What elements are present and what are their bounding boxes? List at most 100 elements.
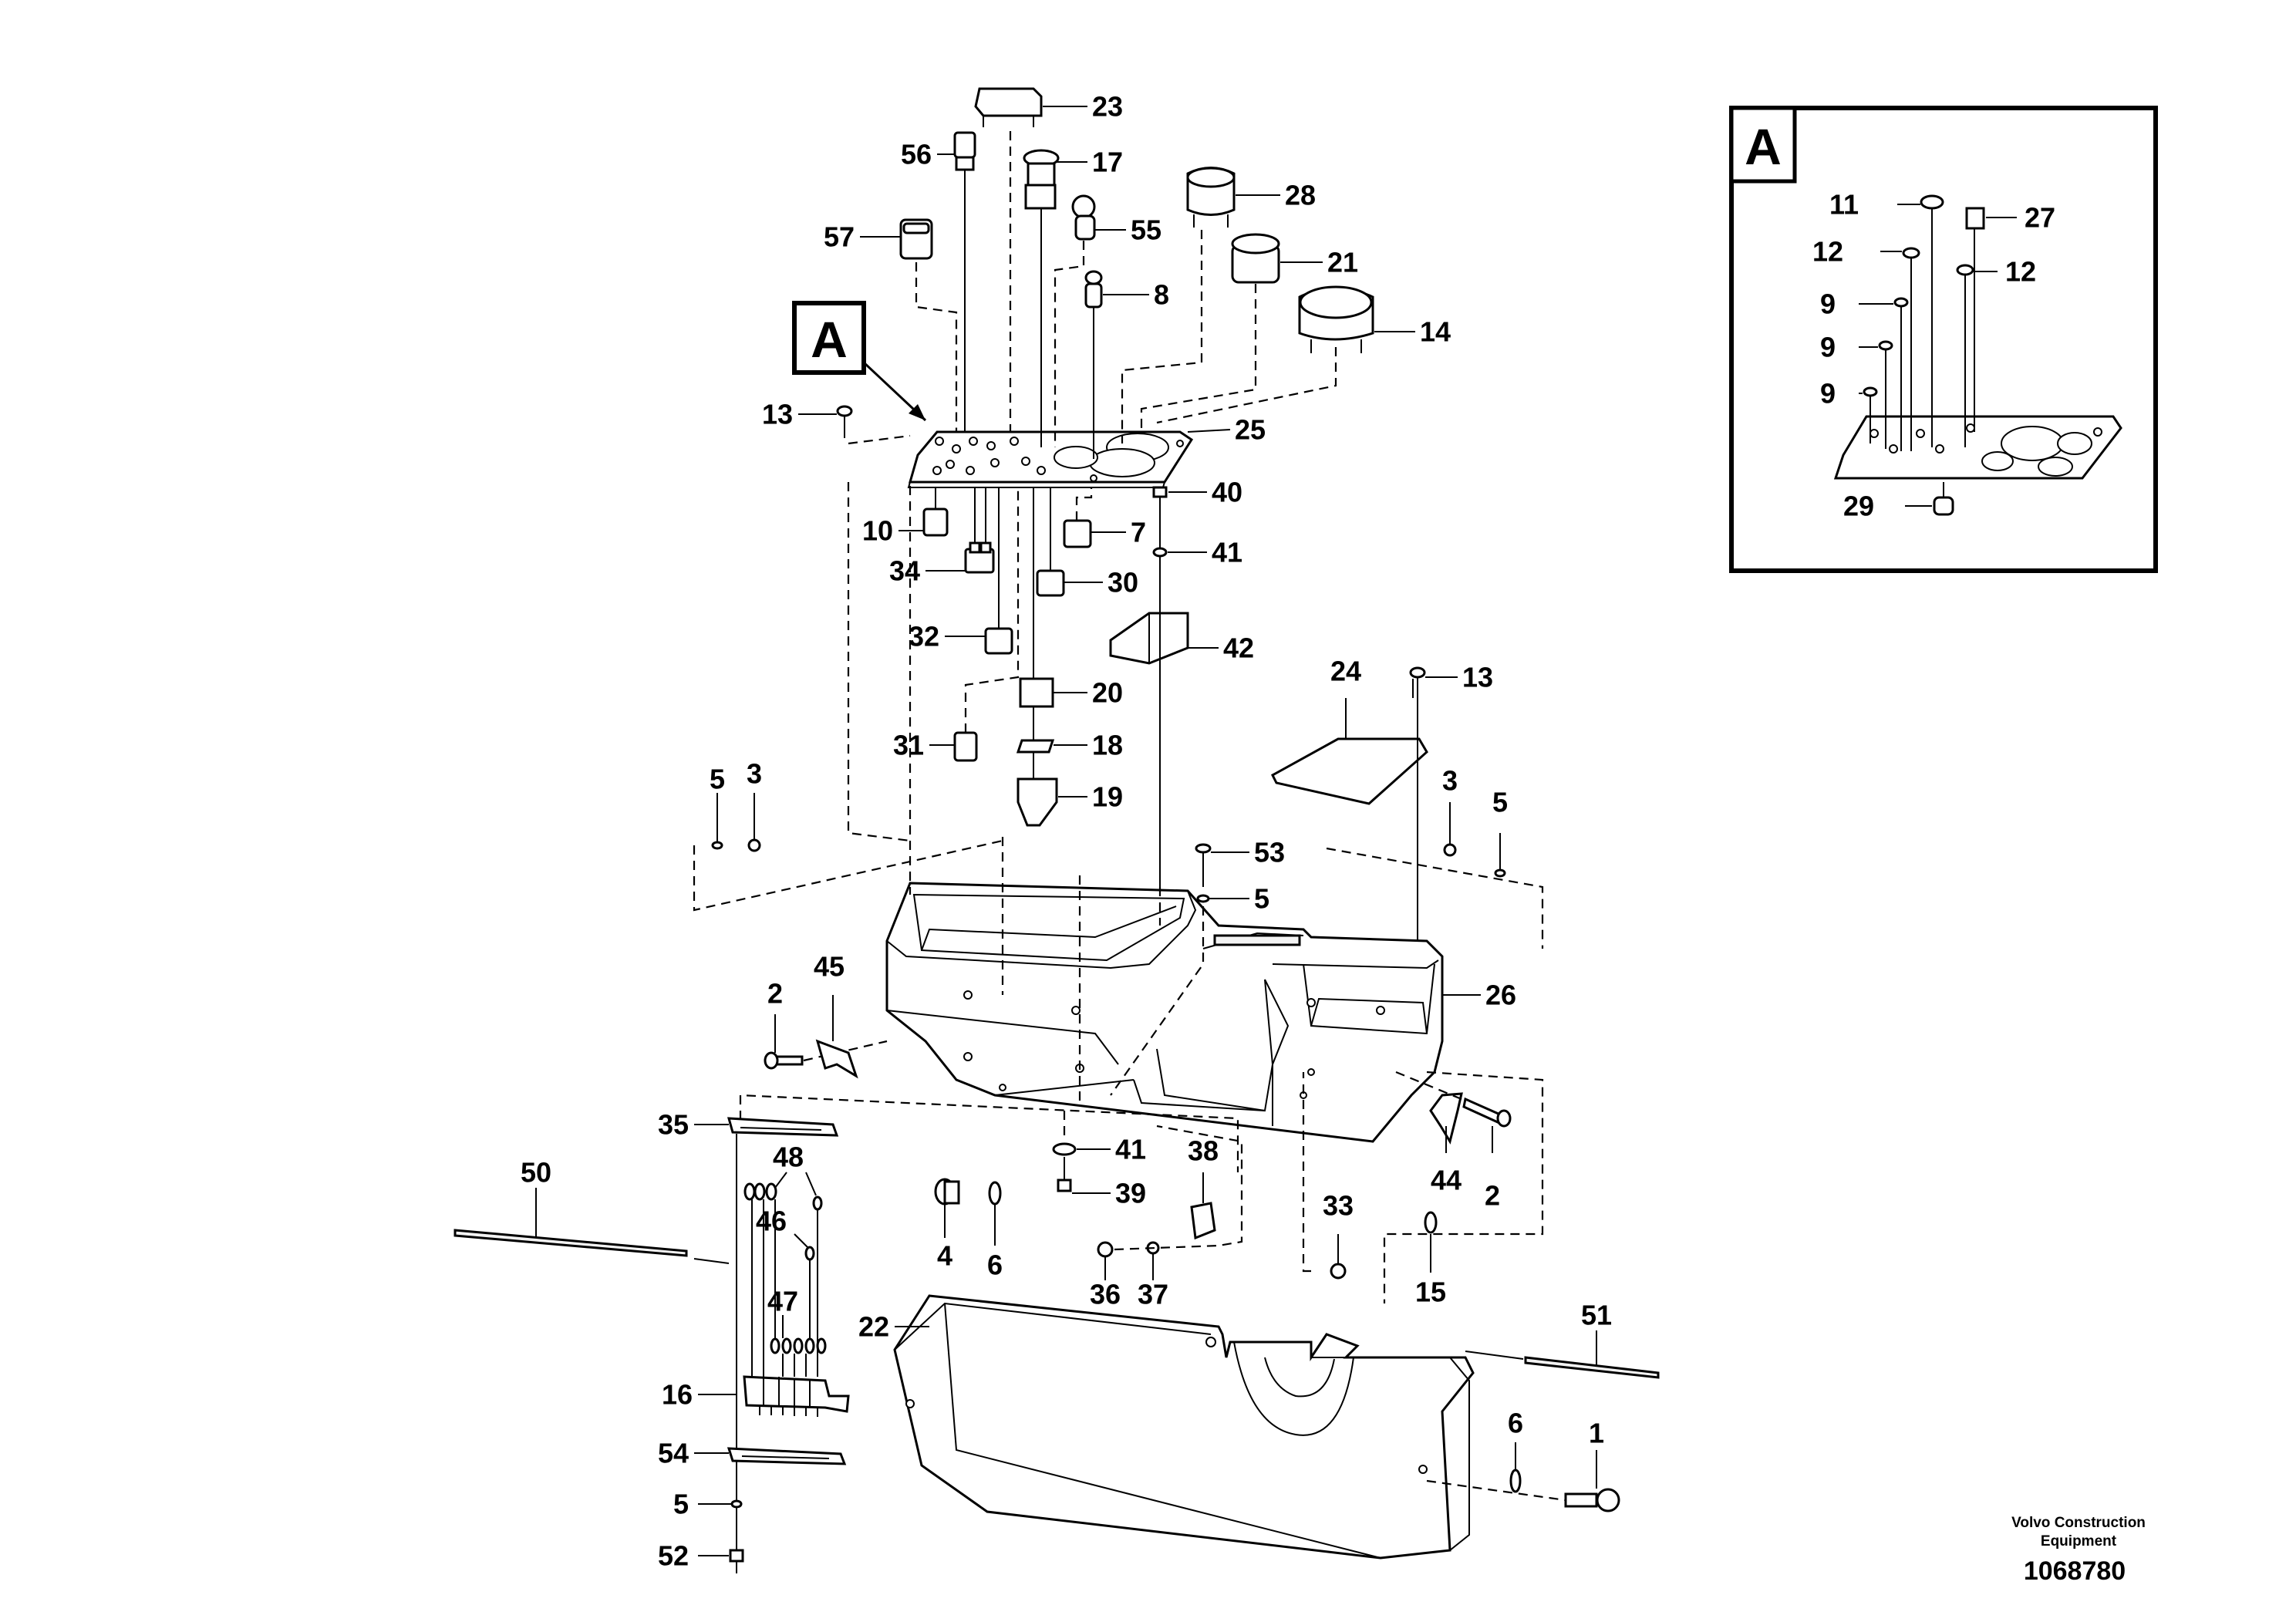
callout-17: 17: [1092, 147, 1123, 178]
screw-2-left: [764, 1014, 888, 1070]
callout-22: 22: [858, 1311, 889, 1343]
callout-16: 16: [662, 1379, 693, 1411]
callout-38: 38: [1188, 1135, 1219, 1167]
callout-30: 30: [1108, 567, 1138, 599]
clip-44: [1429, 1092, 1463, 1153]
washer-6-left: [988, 1181, 1002, 1246]
document-number: 1068780: [2024, 1556, 2126, 1586]
relay-42: [1109, 612, 1219, 665]
callout-28: 28: [1285, 180, 1316, 211]
detail-connector: [1965, 207, 1985, 432]
bolt-1: [1426, 1450, 1620, 1512]
detail-screw-c: [1863, 386, 1878, 443]
view-a-marker: A: [792, 301, 927, 422]
callout-55: 55: [1131, 214, 1161, 246]
callout-6-right: 6: [1508, 1408, 1523, 1439]
callout-54: 54: [658, 1438, 689, 1469]
warning-lamp-23: [974, 87, 1087, 432]
gauge-28: [1121, 167, 1280, 443]
callout-5-right: 5: [1492, 787, 1508, 818]
callout-13-right: 13: [1462, 662, 1493, 693]
callout-56: 56: [901, 139, 932, 170]
console-housing-26: [885, 882, 1481, 1143]
callout-19: 19: [1092, 781, 1123, 813]
callout-40: 40: [1212, 477, 1242, 508]
maker-name-line2: Equipment: [2041, 1533, 2117, 1549]
callout-5-mid: 5: [1254, 883, 1269, 915]
lower-cover-22: [893, 1294, 1475, 1560]
cover-plate-24: [1271, 679, 1428, 805]
callout-4: 4: [937, 1240, 952, 1272]
washer-41-top: [1152, 547, 1207, 558]
gasket-18: [1016, 706, 1087, 754]
detail-view-a: A: [1729, 106, 2158, 573]
bushing-4: [934, 1178, 960, 1238]
buzzer-19: [1017, 752, 1087, 827]
callout-39: 39: [1115, 1178, 1146, 1209]
switch-56: [937, 131, 976, 432]
nut-52: [698, 1549, 744, 1563]
maker-name-line1: Volvo Construction: [2011, 1515, 2146, 1531]
callout-24: 24: [1330, 656, 1361, 687]
nut-36: [1097, 1241, 1114, 1280]
callout-10: 10: [862, 515, 893, 547]
callout-33: 33: [1323, 1190, 1354, 1222]
screw-2-right: [1395, 1071, 1512, 1153]
bracket-38: [1190, 1172, 1216, 1240]
detail-cap-plug-right: [1956, 264, 1974, 447]
main-view-letter: A: [811, 311, 848, 368]
callout-29: 29: [1843, 491, 1874, 522]
callout-labels: 23 56 17 28 57 55 21 8 14 13 25 40 10 7 …: [521, 91, 1612, 1572]
switch-10: [899, 487, 949, 537]
fastener-group-left: [693, 793, 1003, 912]
instrument-panel-plate: [907, 430, 1194, 488]
detail-screw-a: [1893, 297, 1909, 451]
washer-41-bottom: [1052, 1111, 1111, 1156]
callout-34: 34: [889, 555, 920, 587]
terminal-block-16: [698, 1375, 850, 1417]
callout-25: 25: [1235, 414, 1266, 446]
switch-32: [945, 487, 1013, 655]
switch-7: [1063, 487, 1126, 548]
lamp-55: [1054, 194, 1126, 447]
callout-2-right: 2: [1485, 1180, 1500, 1212]
nut-33: [1302, 1072, 1347, 1280]
detail-cap-plug: [1902, 247, 1920, 451]
screw-40: [1152, 486, 1207, 887]
fastener-group-right: [1326, 802, 1544, 949]
callout-51: 51: [1581, 1300, 1612, 1331]
washer-15: [1424, 1211, 1438, 1273]
callout-15: 15: [1415, 1276, 1446, 1308]
drawing-footer: Volvo Construction Equipment 1068780: [2011, 1515, 2146, 1586]
screw-13-left: [798, 405, 911, 445]
callout-53: 53: [1254, 837, 1285, 868]
callout-48: 48: [773, 1141, 804, 1173]
callout-9-top: 9: [1820, 288, 1836, 320]
callout-18: 18: [1092, 730, 1123, 761]
callout-12-left: 12: [1812, 236, 1843, 268]
callout-47: 47: [767, 1286, 798, 1317]
callout-31: 31: [893, 730, 924, 761]
clip-45: [815, 995, 858, 1079]
callout-5-left: 5: [710, 764, 725, 795]
callout-57: 57: [824, 221, 855, 253]
callout-50: 50: [521, 1157, 551, 1189]
switch-30: [1036, 487, 1103, 597]
indicator-8: [1084, 270, 1149, 459]
gauge-21: [1140, 233, 1323, 432]
detail-screw-b: [1878, 340, 1893, 449]
washer-5-mid: [1196, 894, 1249, 903]
callout-37: 37: [1138, 1279, 1168, 1310]
callout-2-left: 2: [767, 978, 783, 1010]
terminal-group-47: [770, 1315, 827, 1354]
detail-view-letter: A: [1745, 118, 1782, 175]
callout-44: 44: [1431, 1165, 1462, 1196]
callout-6-left: 6: [987, 1249, 1003, 1281]
callout-3-left: 3: [747, 758, 762, 790]
callout-32: 32: [909, 621, 939, 653]
switch-57: [860, 218, 958, 432]
callout-35: 35: [658, 1109, 689, 1141]
callout-36: 36: [1090, 1279, 1121, 1310]
callout-5-bottom: 5: [673, 1489, 689, 1520]
